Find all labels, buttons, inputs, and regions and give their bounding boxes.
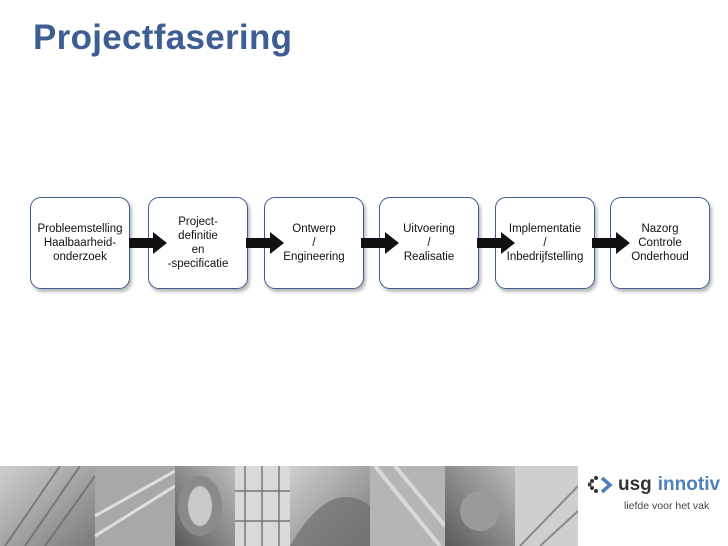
phase-label: Nazorg Controle Onderhoud bbox=[631, 223, 689, 263]
phase-label: Uitvoering / Realisatie bbox=[403, 223, 455, 263]
usg-innotiv-logo: usg innotiv liefde voor het vak bbox=[584, 466, 728, 546]
phase-label: Project- definitie en -specificatie bbox=[167, 216, 229, 270]
arrow-right-icon bbox=[361, 232, 399, 254]
arrow-right-icon bbox=[592, 232, 630, 254]
logo-tagline: liefde voor het vak bbox=[624, 500, 710, 512]
logo-innotiv-text: innotiv bbox=[657, 474, 721, 495]
logo-usg-text: usg bbox=[618, 474, 652, 495]
page-title: Projectfasering bbox=[33, 18, 293, 57]
asterisk-chevron-icon bbox=[588, 476, 613, 494]
phase-label: Implementatie / Inbedrijfstelling bbox=[506, 223, 584, 263]
arrow-right-icon bbox=[246, 232, 284, 254]
phase-box-probleemstelling: Probleemstelling Haalbaarheid- onderzoek bbox=[30, 197, 130, 289]
phase-label: Ontwerp / Engineering bbox=[283, 223, 345, 263]
arrow-right-icon bbox=[477, 232, 515, 254]
phase-box-ontwerp: Ontwerp / Engineering bbox=[264, 197, 364, 289]
industrial-photo-strip bbox=[0, 466, 578, 546]
phase-label: Probleemstelling Haalbaarheid- onderzoek bbox=[37, 223, 123, 263]
arrow-right-icon bbox=[129, 232, 167, 254]
logo-wordmark: usg innotiv bbox=[588, 474, 720, 496]
